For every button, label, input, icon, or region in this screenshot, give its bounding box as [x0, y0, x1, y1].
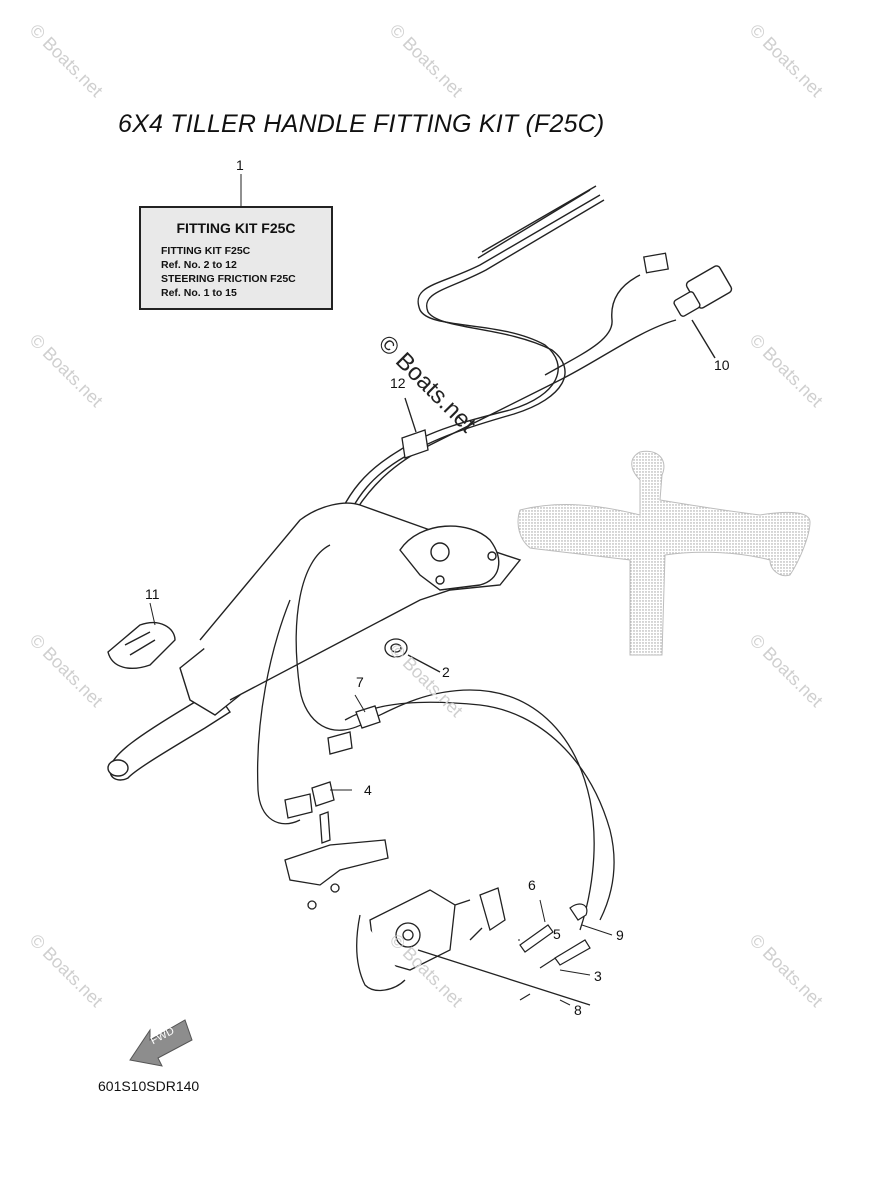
kit-heading: FITTING KIT F25C [176, 220, 296, 236]
engine-silhouette [517, 450, 811, 656]
callout-7: 7 [356, 674, 364, 690]
callout-9: 9 [616, 927, 624, 943]
cable-end-parts [519, 903, 591, 1001]
mounting-plate [284, 811, 389, 910]
callout-1: 1 [236, 157, 244, 173]
control-box [356, 887, 591, 1006]
callout-10: 10 [714, 357, 730, 373]
callout-3: 3 [594, 968, 602, 984]
diagram-title: 6X4 TILLER HANDLE FITTING KIT (F25C) [118, 110, 605, 138]
kit-label-box: FITTING KIT F25C FITTING KIT F25C Ref. N… [139, 206, 333, 310]
throttle-cables [329, 185, 677, 545]
connector-10 [673, 265, 733, 359]
diagram-code: 601S10SDR140 [98, 1078, 200, 1094]
callout-12: 12 [390, 375, 406, 391]
kit-line: Ref. No. 2 to 12 [161, 259, 237, 271]
tiller-handle [107, 502, 522, 781]
kit-line: Ref. No. 1 to 15 [161, 287, 237, 299]
grip-11 [107, 622, 176, 669]
small-connector [643, 252, 669, 274]
grommet-2 [384, 638, 441, 673]
callout-11: 11 [145, 586, 160, 602]
callout-8: 8 [574, 1002, 582, 1018]
cable-brackets [284, 705, 381, 819]
callout-6: 6 [528, 877, 536, 893]
callout-2: 2 [442, 664, 450, 680]
callout-5: 5 [553, 926, 561, 942]
callout-4: 4 [364, 782, 372, 798]
shift-cables [256, 544, 615, 931]
fwd-arrow [129, 1019, 193, 1067]
kit-line: FITTING KIT F25C [161, 245, 251, 257]
clamp-12 [401, 397, 429, 459]
kit-line: STEERING FRICTION F25C [161, 273, 296, 285]
leader-lines [149, 174, 613, 1006]
